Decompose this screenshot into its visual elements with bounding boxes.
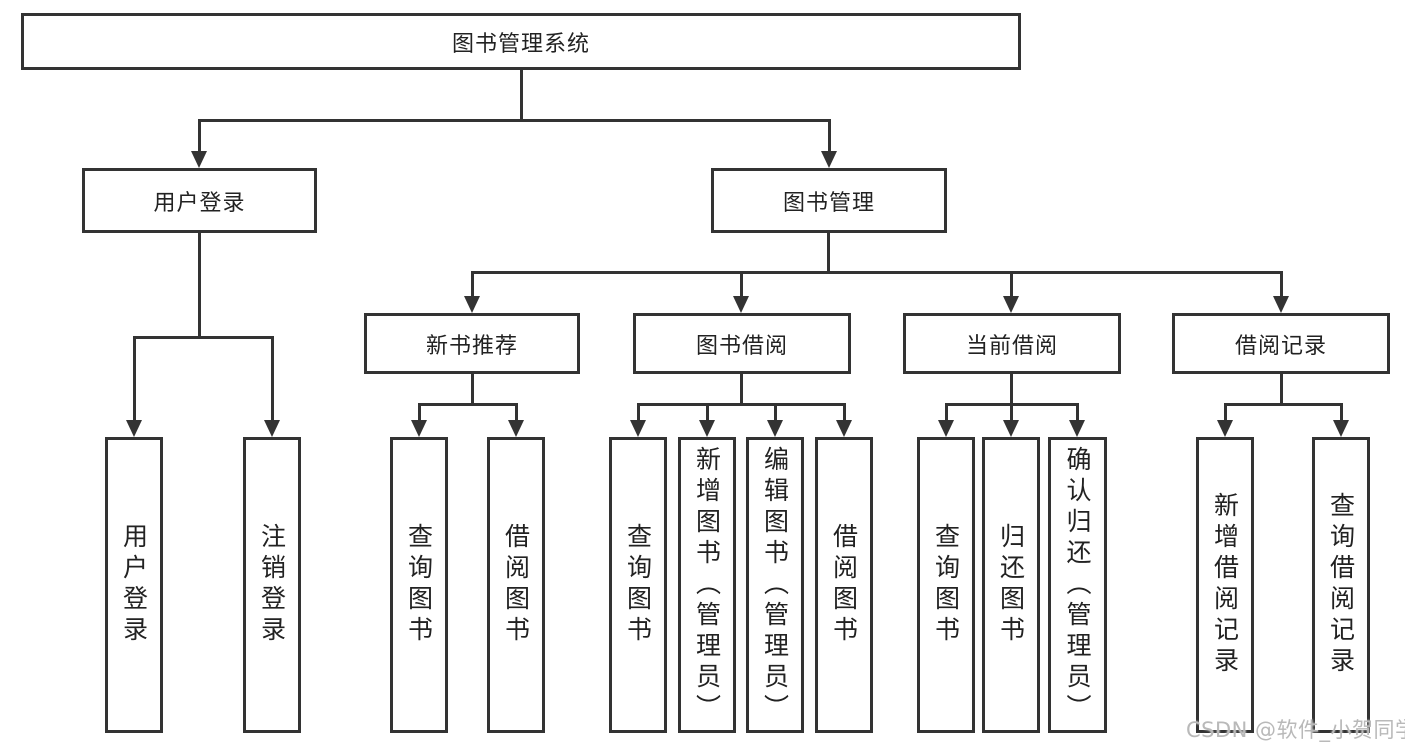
arrowhead-icon <box>126 420 142 437</box>
leaf-logout-label: 注销登录 <box>257 523 287 647</box>
leaf-current-confirm-return-admin: 确认归还（管理员） <box>1048 437 1107 733</box>
node-new-book-recommend-label: 新书推荐 <box>425 333 518 359</box>
connector-section1-trunk <box>740 374 743 405</box>
leaf-logout: 注销登录 <box>243 437 301 733</box>
connector-drop <box>515 403 518 421</box>
leaf-borrow-query-book: 查询图书 <box>609 437 667 733</box>
arrowhead-icon <box>938 420 954 437</box>
node-book-management: 图书管理 <box>711 168 947 233</box>
node-current-borrow-label: 当前借阅 <box>965 333 1058 359</box>
connector-drop-user <box>198 119 201 152</box>
arrowhead-icon <box>464 296 480 313</box>
connector-drop <box>843 403 846 421</box>
node-user-login: 用户登录 <box>82 168 317 233</box>
connector-user-trunk <box>198 233 201 338</box>
node-borrow-record-label: 借阅记录 <box>1234 333 1327 359</box>
leaf-borrow-add-book-admin-label: 新增图书（管理员） <box>692 445 722 725</box>
node-user-login-label: 用户登录 <box>153 190 246 216</box>
leaf-borrow-add-book-admin: 新增图书（管理员） <box>678 437 736 733</box>
connector-root-span <box>198 119 831 122</box>
leaf-recommend-borrow-book: 借阅图书 <box>487 437 545 733</box>
connector-user-span <box>133 336 274 339</box>
arrowhead-icon <box>1333 420 1349 437</box>
connector-drop-section-3 <box>1280 271 1283 296</box>
connector-book-trunk <box>827 233 830 274</box>
node-root: 图书管理系统 <box>21 13 1021 70</box>
leaf-current-return-book: 归还图书 <box>982 437 1040 733</box>
node-root-label: 图书管理系统 <box>451 31 590 57</box>
connector-drop <box>1224 403 1227 421</box>
connector-drop <box>1340 403 1343 421</box>
connector-root-trunk <box>520 68 523 121</box>
connector-drop <box>945 403 948 421</box>
arrowhead-icon <box>508 420 524 437</box>
leaf-borrow-borrow-book-label: 借阅图书 <box>829 523 859 647</box>
arrowhead-icon <box>191 151 207 168</box>
arrowhead-icon <box>1069 420 1085 437</box>
node-new-book-recommend: 新书推荐 <box>364 313 580 374</box>
leaf-current-confirm-return-admin-label: 确认归还（管理员） <box>1063 445 1092 725</box>
connector-drop <box>418 403 421 421</box>
connector-drop-section-1 <box>740 271 743 296</box>
connector-drop <box>774 403 777 421</box>
leaf-borrow-edit-book-admin: 编辑图书（管理员） <box>746 437 804 733</box>
leaf-borrow-borrow-book: 借阅图书 <box>815 437 873 733</box>
arrowhead-icon <box>767 420 783 437</box>
arrowhead-icon <box>1217 420 1233 437</box>
leaf-current-return-book-label: 归还图书 <box>996 523 1026 647</box>
connector-drop-user-child-1 <box>271 336 274 420</box>
connector-drop-section-2 <box>1010 271 1013 296</box>
leaf-borrow-edit-book-admin-label: 编辑图书（管理员） <box>760 445 790 725</box>
connector-section0-span <box>418 403 518 406</box>
leaf-record-add-record-label: 新增借阅记录 <box>1210 492 1240 678</box>
node-book-management-label: 图书管理 <box>782 190 875 216</box>
arrowhead-icon <box>1273 296 1289 313</box>
leaf-record-query-record: 查询借阅记录 <box>1312 437 1370 733</box>
connector-section3-trunk <box>1280 374 1283 405</box>
arrowhead-icon <box>630 420 646 437</box>
leaf-current-query-book-label: 查询图书 <box>931 523 961 647</box>
connector-drop-book <box>828 119 831 152</box>
leaf-record-add-record: 新增借阅记录 <box>1196 437 1254 733</box>
arrowhead-icon <box>411 420 427 437</box>
leaf-user-login-label: 用户登录 <box>119 523 149 647</box>
node-book-borrow: 图书借阅 <box>633 313 851 374</box>
connector-drop <box>1076 403 1079 421</box>
connector-section1-span <box>637 403 846 406</box>
connector-drop-section-0 <box>471 271 474 296</box>
leaf-current-query-book: 查询图书 <box>917 437 975 733</box>
leaf-record-query-record-label: 查询借阅记录 <box>1326 492 1356 678</box>
arrowhead-icon <box>733 296 749 313</box>
node-borrow-record: 借阅记录 <box>1172 313 1390 374</box>
arrowhead-icon <box>1003 420 1019 437</box>
arrowhead-icon <box>264 420 280 437</box>
leaf-borrow-query-book-label: 查询图书 <box>623 523 653 647</box>
connector-section0-trunk <box>471 374 474 405</box>
arrowhead-icon <box>836 420 852 437</box>
node-current-borrow: 当前借阅 <box>903 313 1121 374</box>
connector-drop <box>1010 403 1013 421</box>
connector-drop <box>706 403 709 421</box>
leaf-recommend-query-book-label: 查询图书 <box>404 523 434 647</box>
arrowhead-icon <box>699 420 715 437</box>
leaf-recommend-query-book: 查询图书 <box>390 437 448 733</box>
watermark: CSDN @软件_小贺同学 <box>1186 718 1405 742</box>
arrowhead-icon <box>1003 296 1019 313</box>
node-book-borrow-label: 图书借阅 <box>695 333 788 359</box>
connector-drop <box>637 403 640 421</box>
connector-section3-span <box>1224 403 1343 406</box>
connector-drop-user-child-0 <box>133 336 136 420</box>
connector-section2-trunk <box>1010 374 1013 405</box>
leaf-user-login: 用户登录 <box>105 437 163 733</box>
arrowhead-icon <box>821 151 837 168</box>
leaf-recommend-borrow-book-label: 借阅图书 <box>501 523 531 647</box>
connector-book-span <box>471 271 1283 274</box>
